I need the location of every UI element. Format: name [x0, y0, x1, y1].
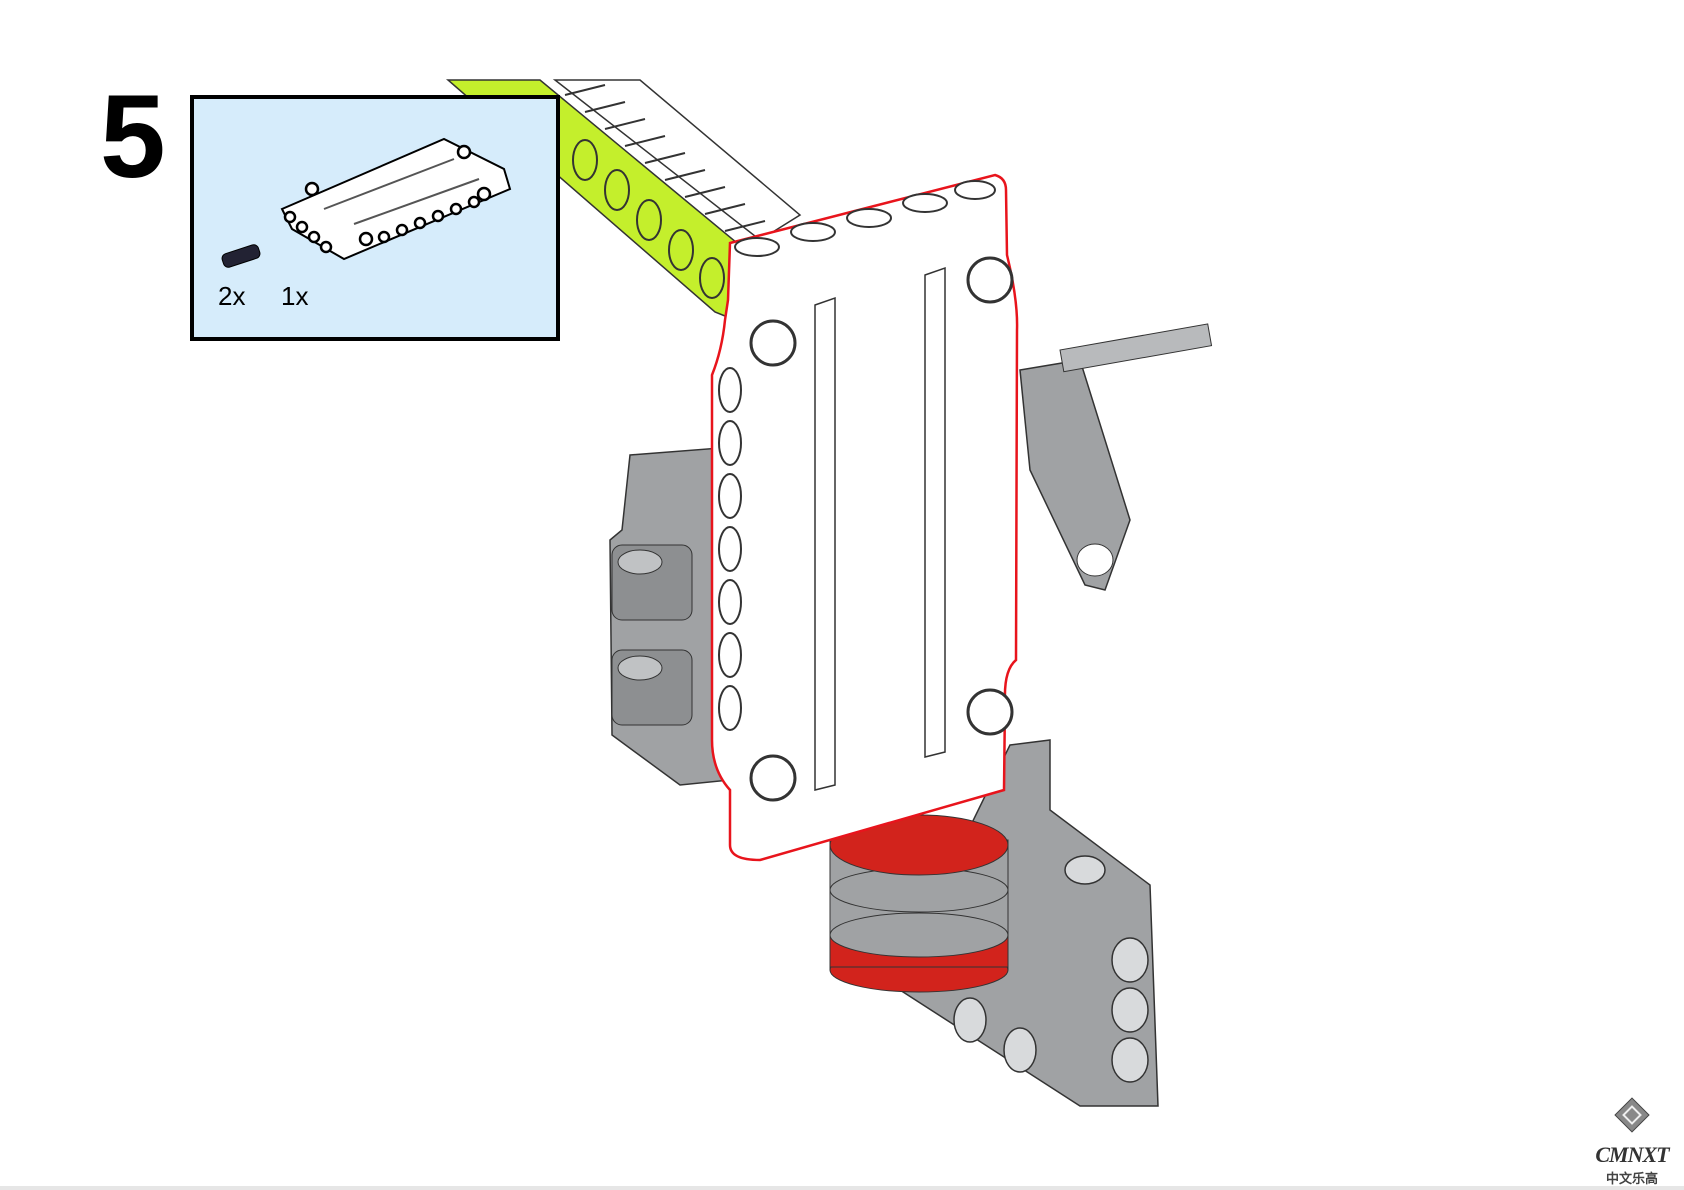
- step-number: 5: [100, 71, 166, 203]
- gear-rack: [552, 79, 802, 241]
- gray-axle-arm: [1019, 323, 1213, 591]
- connector-peg-icon: [221, 244, 261, 268]
- gray-motor-block: [609, 447, 731, 786]
- parts-list-box: 2x 1x: [190, 95, 560, 341]
- logo-text: CMNXT: [1595, 1142, 1669, 1167]
- peg-quantity: 2x: [218, 281, 246, 311]
- gray-frame: [899, 739, 1159, 1107]
- parts-illustration: [221, 137, 512, 268]
- logo-emblem-icon: [1614, 1097, 1650, 1133]
- white-panel-icon: [280, 137, 512, 261]
- logo-subtitle: 中文乐高: [1605, 1171, 1658, 1186]
- white-panel-highlighted: [710, 173, 1019, 862]
- cmnxt-logo: CMNXT 中文乐高: [1582, 1095, 1682, 1186]
- panel-quantity: 1x: [281, 281, 309, 311]
- turntable: [829, 814, 1009, 993]
- page-bottom-divider: [0, 1186, 1684, 1190]
